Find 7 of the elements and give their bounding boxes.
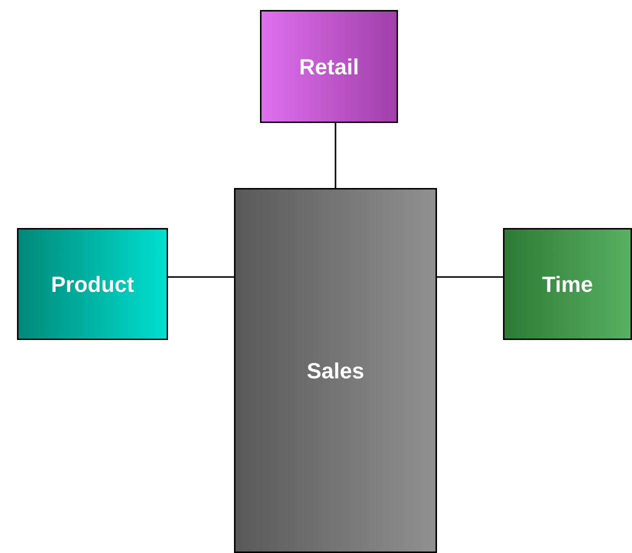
box: Time xyxy=(503,228,632,340)
connector-line xyxy=(168,276,234,278)
box: Retail xyxy=(260,10,398,123)
box: Product xyxy=(17,228,168,340)
connector-line xyxy=(334,123,336,188)
connector-line xyxy=(437,276,503,278)
box: Sales xyxy=(234,188,437,553)
